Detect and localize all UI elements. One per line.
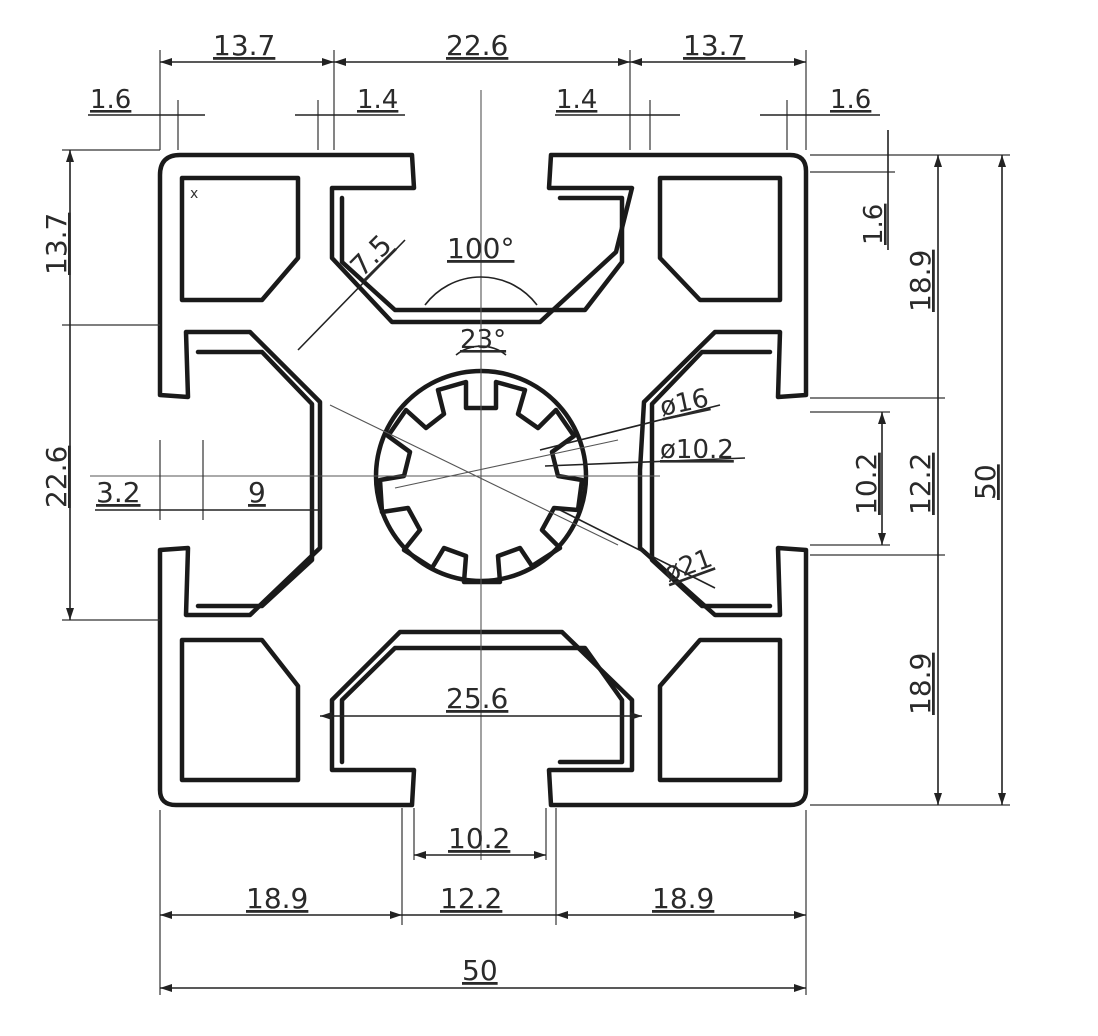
arrow (534, 851, 546, 859)
label-top-left-lip: 1.4 (357, 85, 398, 115)
dim-line-dia-21 (559, 509, 716, 589)
label-bottom-total: 50 (462, 954, 498, 987)
arrow (630, 712, 642, 720)
label-bottom-slot-inner: 10.2 (448, 822, 510, 855)
arrow (794, 58, 806, 66)
label-right-wall: 1.6 (859, 204, 889, 245)
arrow (414, 851, 426, 859)
slot-channel-top (339, 195, 625, 313)
cavity-top-left (179, 175, 301, 303)
label-bottom-left: 18.9 (246, 882, 308, 915)
arrow (934, 793, 942, 805)
extension-lines (62, 50, 1010, 995)
label-dia-large: ø21 (660, 544, 716, 589)
dim-line-dia-10-2 (544, 457, 746, 467)
dimension-labels: 13.7 22.6 13.7 1.6 1.4 1.4 1.6 1.6 18.9 … (40, 29, 1002, 987)
label-left-depth: 9 (248, 476, 266, 509)
label-left-middle: 22.6 (40, 446, 73, 508)
dim-line-radius (297, 239, 406, 351)
arrow (160, 984, 172, 992)
label-top-left-slot: 13.7 (213, 29, 275, 62)
slot-channel-right (649, 349, 773, 609)
label-bottom-center: 12.2 (440, 882, 502, 915)
center-lines (90, 90, 660, 860)
diagonal-line-2 (394, 439, 619, 489)
arrow (334, 58, 346, 66)
label-right-upper: 18.9 (904, 250, 937, 312)
slot-channel-left (195, 349, 315, 609)
dim-line-dia-16 (539, 404, 721, 451)
label-angle-inner: 23° (460, 325, 506, 355)
cavity-bottom-left (179, 637, 301, 783)
label-dia-inner: ø10.2 (660, 435, 734, 465)
label-inner-width: 25.6 (446, 682, 508, 715)
corner-mark: x (190, 186, 198, 202)
label-right-lower: 18.9 (904, 653, 937, 715)
arrow (618, 58, 630, 66)
angle-arc-100 (424, 276, 538, 306)
arrow (878, 533, 886, 545)
label-right-slot-outer: 12.2 (904, 453, 937, 515)
arrow (556, 911, 568, 919)
dimension-lines (66, 58, 1006, 992)
cavity-bottom-right (657, 637, 783, 783)
label-right-slot-inner: 10.2 (850, 453, 883, 515)
label-top-right-wall: 1.6 (830, 85, 871, 115)
arrow (160, 58, 172, 66)
arrow (630, 58, 642, 66)
arrow (794, 911, 806, 919)
arrow (998, 155, 1006, 167)
angle-arc-23 (455, 345, 507, 356)
label-left-wall: 3.2 (96, 476, 141, 509)
arrow (66, 608, 74, 620)
arrow (998, 793, 1006, 805)
diagonal-line-1 (329, 404, 619, 546)
arrow (934, 155, 942, 167)
arrow (320, 712, 332, 720)
arrow (794, 984, 806, 992)
label-left-upper: 13.7 (40, 213, 73, 275)
center-core-hole (377, 379, 585, 585)
label-top-right-slot: 13.7 (683, 29, 745, 62)
arrow (66, 150, 74, 162)
arrow (390, 911, 402, 919)
cavity-top-right (657, 175, 783, 303)
arrow (322, 58, 334, 66)
label-angle-outer: 100° (447, 232, 514, 265)
outer-contour (157, 152, 809, 808)
label-top-left-wall: 1.6 (90, 85, 131, 115)
arrow (160, 911, 172, 919)
label-right-total: 50 (969, 464, 1002, 500)
slot-channel-bottom (339, 645, 625, 765)
label-top-right-lip: 1.4 (556, 85, 597, 115)
label-radius: 7.5 (344, 228, 399, 283)
label-bottom-right: 18.9 (652, 882, 714, 915)
arrow (878, 412, 886, 424)
label-top-center: 22.6 (446, 29, 508, 62)
